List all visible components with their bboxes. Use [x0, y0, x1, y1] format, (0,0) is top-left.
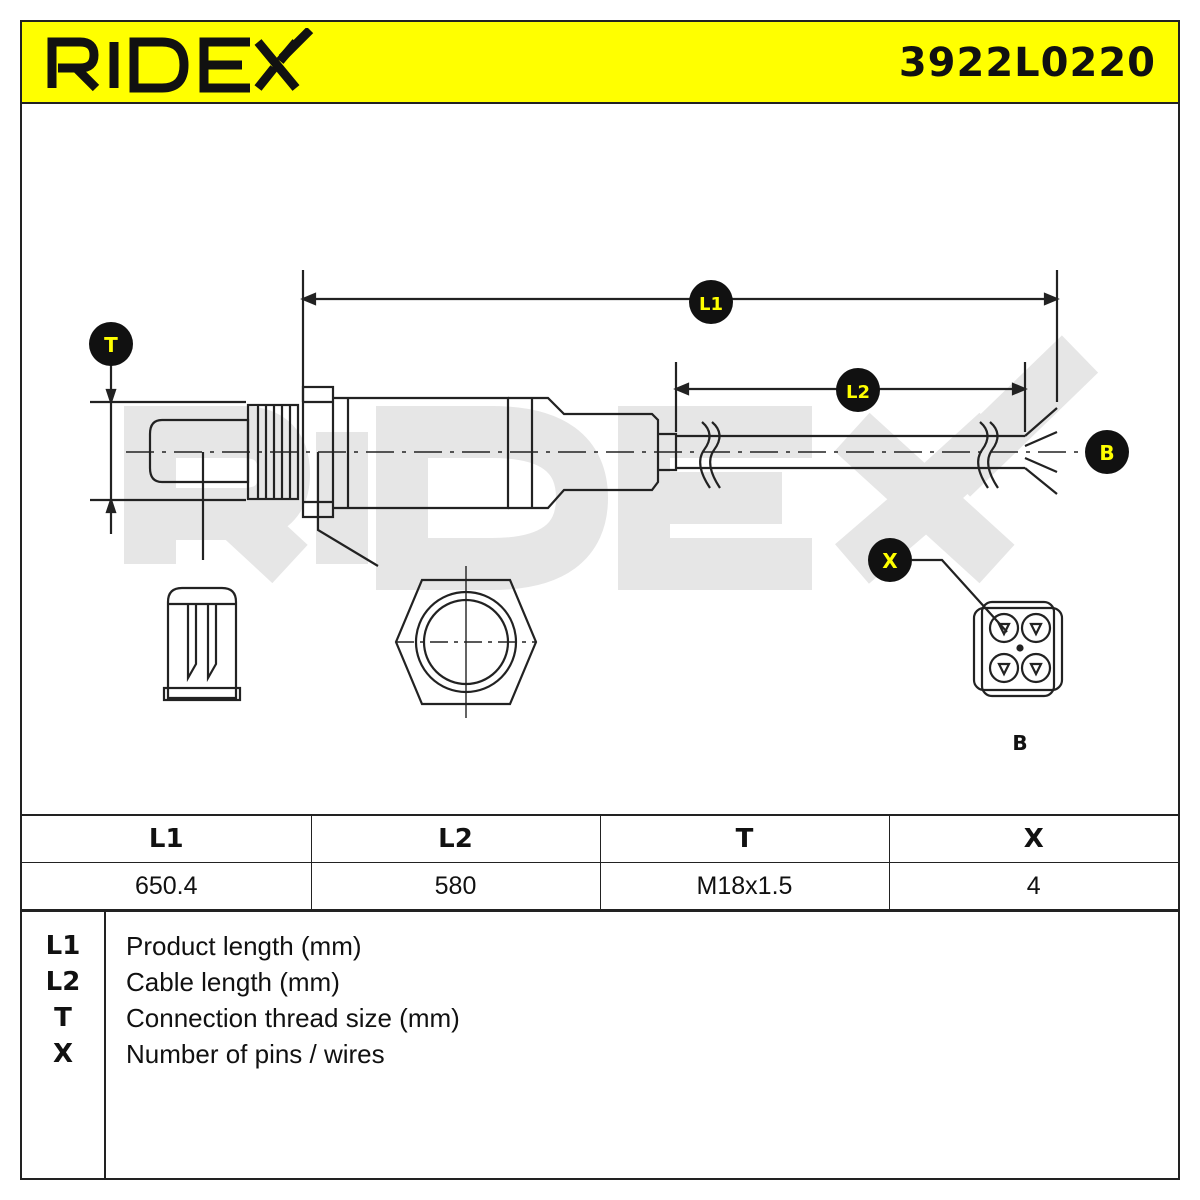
legend-text-x: Number of pins / wires: [126, 1039, 385, 1069]
callout-b: B: [1085, 430, 1129, 474]
legend-code-t: T: [54, 1003, 72, 1033]
ridex-watermark: [124, 335, 1099, 590]
spec-table: L1 L2 T X 650.4 580 M18x1.5 4: [22, 814, 1178, 910]
svg-text:L2: L2: [846, 382, 870, 403]
spec-value-t: M18x1.5: [599, 862, 890, 910]
legend-text-l2: Cable length (mm): [126, 967, 340, 997]
legend-code-x: X: [52, 1039, 74, 1069]
legend-code-column: [22, 912, 106, 1180]
part-number: 3922L0220: [898, 40, 1156, 86]
legend-text-t: Connection thread size (mm): [126, 1003, 460, 1033]
datasheet: 3922L0220: [20, 20, 1180, 1180]
callout-t: T: [89, 322, 133, 366]
spec-header-t: T: [599, 814, 890, 863]
spec-header-x: X: [888, 814, 1178, 863]
technical-drawing: T L1 L2 B X B: [22, 102, 1178, 814]
legend-code-l2: L2: [45, 967, 81, 997]
ridex-logo: [44, 26, 314, 99]
spec-header-l2: L2: [310, 814, 601, 863]
spec-value-l1: 650.4: [22, 862, 312, 910]
svg-text:X: X: [882, 549, 898, 573]
callout-x: X: [868, 538, 912, 582]
svg-text:B: B: [1099, 441, 1114, 465]
spec-header-l1: L1: [22, 814, 312, 863]
spec-value-x: 4: [888, 862, 1178, 910]
connector-label: B: [1012, 731, 1027, 755]
spec-header-row: L1 L2 T X: [22, 814, 1178, 863]
spec-value-row: 650.4 580 M18x1.5 4: [22, 862, 1178, 910]
legend: L1 Product length (mm) L2 Cable length (…: [22, 910, 1178, 1180]
callout-l2: L2: [836, 368, 880, 412]
svg-text:L1: L1: [699, 294, 723, 315]
svg-text:T: T: [104, 333, 118, 357]
spec-value-l2: 580: [310, 862, 601, 910]
callout-l1: L1: [689, 280, 733, 324]
legend-code-l1: L1: [45, 931, 81, 961]
header-bar: 3922L0220: [22, 22, 1178, 104]
legend-text-l1: Product length (mm): [126, 931, 362, 961]
